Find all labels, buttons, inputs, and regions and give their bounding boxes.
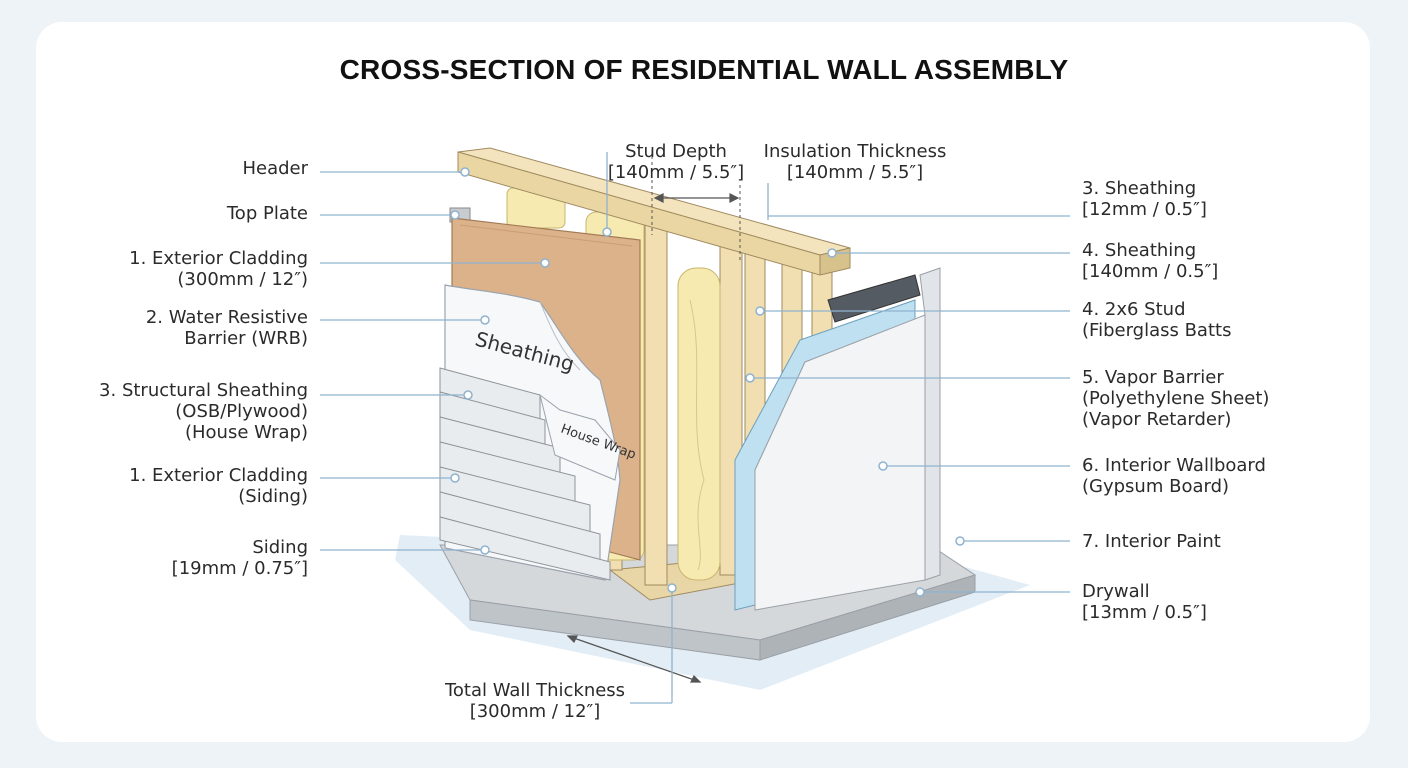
label-stud-depth: Stud Depth[140mm / 5.5″]	[607, 141, 745, 183]
stud	[644, 204, 668, 586]
label-exterior-cladding-siding: 1. Exterior Cladding(Siding)	[129, 465, 308, 507]
label-interior-wallboard: 6. Interior Wallboard(Gypsum Board)	[1082, 455, 1266, 497]
lap-siding	[439, 367, 611, 581]
leader-dots	[450, 167, 965, 597]
label-total-wall-thickness: Total Wall Thickness[300mm / 12″]	[444, 680, 626, 722]
label-header: Header	[242, 158, 308, 179]
page-title: CROSS-SECTION OF RESIDENTIAL WALL ASSEMB…	[339, 54, 1069, 85]
gypsum-board	[754, 314, 926, 611]
label-vapor-barrier: 5. Vapor Barrier(Polyethylene Sheet)(Vap…	[1082, 367, 1270, 430]
leader-lines	[320, 152, 1070, 704]
label-siding: Siding[19mm / 0.75″]	[171, 537, 308, 579]
header-beam-end	[819, 247, 851, 276]
label-sheathing-3: 3. Sheathing[12mm / 0.5″]	[1082, 178, 1207, 220]
vapor-barrier-foil	[827, 274, 921, 323]
label-exterior-cladding-top: 1. Exterior Cladding(300mm / 12″)	[129, 248, 308, 290]
dimension-arrows	[566, 193, 740, 683]
label-stud-2x6: 4. 2x6 Stud(Fiberglass Batts	[1082, 299, 1232, 341]
gypsum-board-edge	[919, 267, 941, 581]
label-sheathing-4: 4. Sheathing[140mm / 0.5″]	[1082, 240, 1219, 282]
label-structural-sheathing: 3. Structural Sheathing(OSB/Plywood)(Hou…	[99, 380, 308, 443]
insulation-batt	[677, 267, 721, 581]
label-top-plate: Top Plate	[226, 203, 308, 224]
label-insulation-thickness: Insulation Thickness[140mm / 5.5″]	[763, 141, 947, 183]
label-drywall: Drywall[13mm / 0.5″]	[1082, 581, 1207, 623]
label-interior-paint: 7. Interior Paint	[1082, 531, 1221, 552]
